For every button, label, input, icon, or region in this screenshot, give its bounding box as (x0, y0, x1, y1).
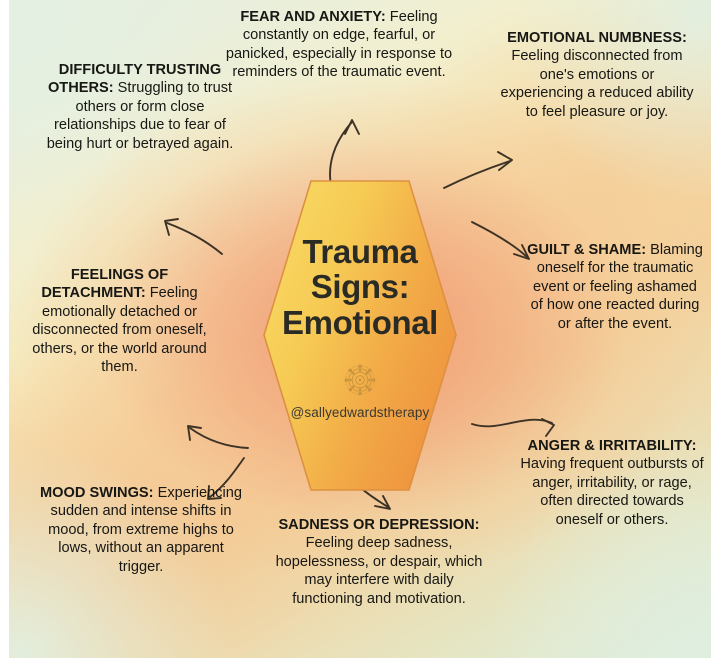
item-body: Blaming oneself for the traumatic event … (530, 242, 703, 332)
item-mood-swings: MOOD SWINGS: Experiencing sudden and int… (35, 484, 247, 576)
item-emotional-numbness: EMOTIONAL NUMBNESS: Feeling disconnected… (497, 29, 697, 121)
item-title: MOOD SWINGS: (40, 485, 154, 501)
item-title: EMOTIONAL NUMBNESS: (507, 30, 687, 46)
item-fear-and-anxiety: FEAR AND ANXIETY: Feeling constantly on … (213, 8, 465, 82)
item-body: Feeling constantly on edge, fearful, or … (225, 9, 453, 81)
item-body: Having frequent outbursts of anger, irri… (520, 456, 704, 528)
item-anger-and-irritability: ANGER & IRRITABILITY: Having frequent ou… (517, 437, 707, 529)
item-body: Feeling emotionally detached or disconne… (32, 285, 207, 375)
item-title: FEELINGS OF DETACHMENT: (41, 267, 169, 302)
item-feelings-of-detachment: FEELINGS OF DETACHMENT: Feeling emotiona… (22, 266, 217, 376)
item-body: Feeling disconnected from one's emotions… (500, 48, 694, 120)
social-handle: @sallyedwardstherapy (290, 404, 430, 420)
mandala-icon (344, 364, 376, 396)
item-guilt-and-shame: GUILT & SHAME: Blaming oneself for the t… (525, 241, 705, 333)
left-white-margin (0, 0, 9, 658)
hexagon-shape (263, 180, 457, 491)
item-title: DIFFICULTY TRUSTING OTHERS: (47, 62, 222, 97)
right-white-margin (711, 0, 720, 658)
item-body: Experiencing sudden and intense shifts i… (48, 485, 242, 575)
item-body: Struggling to trust others or form close… (46, 80, 234, 152)
item-title: GUILT & SHAME: (527, 242, 647, 258)
item-title: ANGER & IRRITABILITY: (527, 438, 697, 454)
item-title: SADNESS OR DEPRESSION: (278, 517, 480, 533)
item-sadness-or-depression: SADNESS OR DEPRESSION: Feeling deep sadn… (268, 516, 490, 608)
center-title: Trauma Signs: Emotional (282, 233, 438, 341)
item-difficulty-trusting-others: DIFFICULTY TRUSTING OTHERS: Struggling t… (35, 61, 245, 153)
item-title: FEAR AND ANXIETY: (240, 9, 386, 25)
item-body: Feeling deep sadness, hopelessness, or d… (275, 535, 483, 607)
center-hexagon: Trauma Signs: Emotional (263, 180, 457, 491)
